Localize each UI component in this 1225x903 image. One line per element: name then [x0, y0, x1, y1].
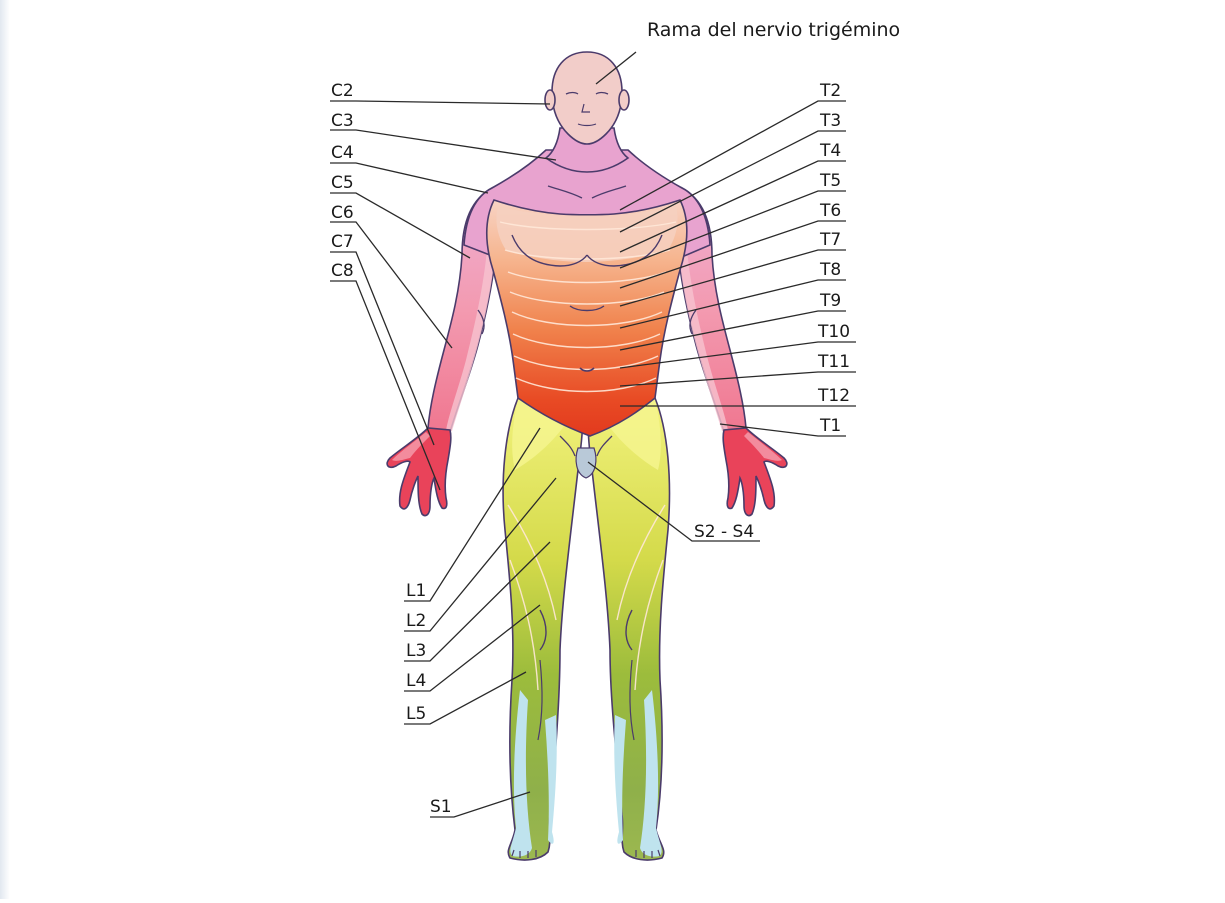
label-c8: C8 [331, 261, 354, 281]
label-t10: T10 [817, 322, 850, 342]
label-l5: L5 [406, 704, 426, 724]
label-t5: T5 [819, 171, 841, 191]
background-edge [0, 0, 10, 899]
label-t11: T11 [817, 352, 850, 372]
label-t1: T1 [819, 416, 841, 436]
label-c3: C3 [331, 111, 354, 131]
label-s1: S1 [430, 797, 452, 817]
torso [464, 150, 710, 436]
label-c2: C2 [331, 81, 354, 101]
ear-left [545, 90, 555, 110]
label-c4: C4 [331, 143, 354, 163]
label-trigeminal: Rama del nervio trigémino [647, 19, 900, 41]
label-t6: T6 [819, 201, 841, 221]
label-c5: C5 [331, 173, 354, 193]
label-c7: C7 [331, 232, 354, 252]
label-t8: T8 [819, 260, 841, 280]
leader-c3 [330, 130, 556, 160]
label-t9: T9 [819, 291, 841, 311]
ear-right [619, 90, 629, 110]
label-s2-s4: S2 - S4 [694, 522, 754, 542]
label-t2: T2 [819, 81, 841, 101]
label-t7: T7 [819, 230, 841, 250]
label-l4: L4 [406, 671, 426, 691]
legs [503, 398, 669, 860]
label-t12: T12 [817, 386, 850, 406]
label-t4: T4 [819, 141, 841, 161]
label-l1: L1 [406, 581, 426, 601]
leader-c4 [330, 163, 488, 193]
label-t3: T3 [819, 111, 841, 131]
label-l3: L3 [406, 641, 426, 661]
label-l2: L2 [406, 611, 426, 631]
leader-c2 [330, 101, 550, 104]
head-neck [545, 52, 629, 172]
label-c6: C6 [331, 203, 354, 223]
